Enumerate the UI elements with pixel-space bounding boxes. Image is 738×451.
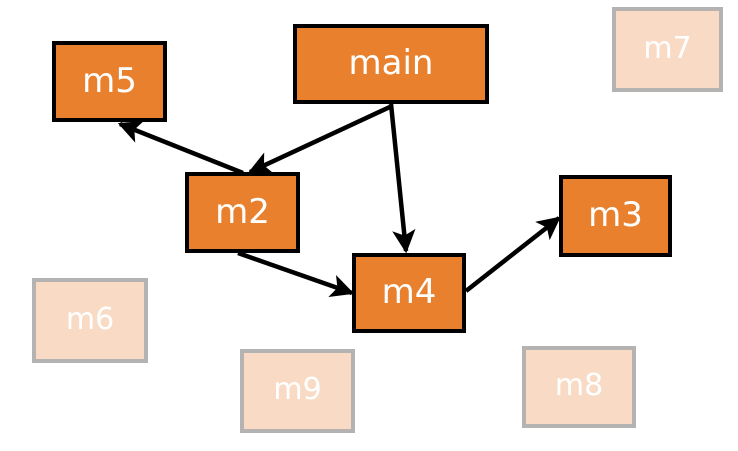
node-m8[interactable]: m8 [522, 346, 636, 428]
edge-main-to-m4 [388, 103, 416, 254]
node-label: m6 [65, 301, 115, 337]
node-label: main [348, 43, 434, 83]
edge-m2-to-m4 [237, 250, 355, 298]
node-m4[interactable]: m4 [352, 253, 466, 333]
node-label: m9 [273, 372, 322, 407]
node-label: m4 [381, 272, 437, 312]
node-m3[interactable]: m3 [559, 175, 672, 257]
node-main[interactable]: main [293, 24, 489, 104]
node-label: m5 [82, 60, 137, 101]
node-m7[interactable]: m7 [612, 7, 723, 92]
node-m5[interactable]: m5 [52, 41, 167, 122]
edge-main-to-m2 [247, 103, 393, 175]
node-label: m2 [215, 191, 270, 232]
node-m9[interactable]: m9 [240, 349, 355, 433]
edge-m4-to-m3 [464, 216, 561, 293]
node-label: m3 [588, 195, 643, 235]
node-m2[interactable]: m2 [185, 172, 300, 253]
node-m6[interactable]: m6 [32, 278, 148, 363]
node-label: m8 [554, 368, 604, 403]
edge-m2-to-m5 [117, 120, 244, 176]
node-label: m7 [643, 30, 692, 66]
